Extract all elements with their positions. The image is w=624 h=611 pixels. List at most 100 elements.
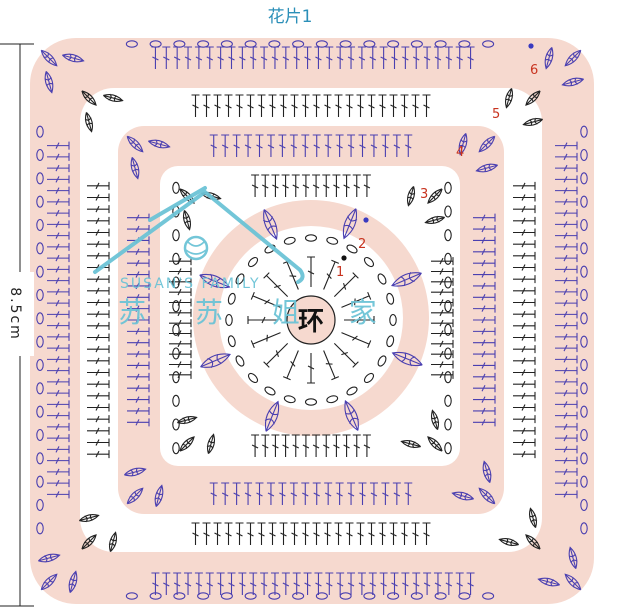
chain-stitch <box>36 335 44 348</box>
chain-stitch <box>580 382 588 395</box>
dc-stitch <box>378 94 387 117</box>
dc-stitch <box>392 134 401 157</box>
chain-stitch <box>444 442 452 455</box>
dc-stitch <box>47 141 70 150</box>
dc-stitch <box>473 384 496 393</box>
dc-stitch <box>87 310 110 319</box>
chain-stitch <box>227 335 236 348</box>
dc-stitch <box>87 275 110 284</box>
puff-stitch <box>525 534 541 550</box>
chain-stitch <box>580 452 588 465</box>
dc-stitch <box>47 332 70 341</box>
chain-stitch <box>172 181 180 194</box>
dc-stitch <box>423 572 432 595</box>
dc-stitch <box>362 174 371 197</box>
dc-stitch <box>334 522 343 545</box>
chain-stitch <box>197 592 210 600</box>
chain-stitch <box>444 418 452 431</box>
dc-stitch <box>87 240 110 249</box>
dc-stitch <box>473 316 496 324</box>
dc-stitch <box>169 329 192 338</box>
dc-stitch <box>271 434 280 457</box>
dc-stitch <box>347 482 356 505</box>
dc-stitch <box>87 450 110 459</box>
dc-stitch <box>282 350 299 381</box>
dc-stitch <box>473 361 496 370</box>
dc-stitch <box>191 94 200 117</box>
chain-stitch <box>580 195 588 208</box>
puff-stitch <box>61 53 85 63</box>
chain-stitch <box>36 265 44 278</box>
dc-stitch <box>292 572 301 595</box>
chain-stitch <box>389 313 397 327</box>
dc-stitch <box>555 231 578 240</box>
start-dot-6 <box>528 43 534 49</box>
dc-stitch <box>47 467 70 476</box>
chain-stitch <box>363 40 376 48</box>
dc-stitch <box>332 434 341 457</box>
chain-stitch <box>172 229 180 242</box>
dc-stitch <box>513 345 536 354</box>
dc-stitch <box>555 254 578 263</box>
chain-stitch <box>173 40 186 48</box>
chain-stitch <box>339 592 352 600</box>
chain-stitch <box>326 395 339 404</box>
chain-stitch <box>458 592 471 600</box>
dc-stitch <box>47 276 70 285</box>
dc-stitch <box>431 267 454 276</box>
dc-stitch <box>422 522 431 545</box>
dc-stitch <box>87 356 110 365</box>
dc-stitch <box>431 370 454 379</box>
chain-stitch <box>227 292 236 305</box>
chain-stitch <box>444 276 452 289</box>
dc-stitch <box>246 522 255 545</box>
chain-stitch <box>220 40 233 48</box>
chain-stitch <box>173 592 186 600</box>
dc-stitch <box>390 572 399 595</box>
dc-stitch <box>404 134 413 157</box>
dc-stitch <box>473 293 496 302</box>
puff-stitch <box>126 487 144 505</box>
dc-stitch <box>473 281 496 290</box>
watermark-chinese: 苏 苏 姐 家 <box>118 296 397 329</box>
dc-stitch <box>263 272 289 298</box>
dc-stitch <box>303 46 312 69</box>
dc-stitch <box>169 360 192 369</box>
dc-stitch <box>169 288 192 297</box>
chain-stitch <box>149 40 162 48</box>
watermark-yarn-ball-icon <box>183 235 209 261</box>
dc-stitch <box>47 344 70 353</box>
dc-stitch <box>378 522 387 545</box>
dc-stitch <box>47 287 70 296</box>
dc-stitch <box>47 254 70 263</box>
dc-stitch <box>473 259 496 268</box>
dc-stitch <box>358 134 367 157</box>
chain-stitch <box>235 273 245 285</box>
dc-stitch <box>301 174 310 197</box>
dc-stitch <box>250 332 281 349</box>
dc-stitch <box>513 205 536 214</box>
dc-stitch <box>191 522 200 545</box>
chain-stitch <box>292 40 305 48</box>
chain-stitch <box>363 372 375 384</box>
center-ring-label: 环 <box>298 307 324 337</box>
chain-stitch <box>220 592 233 600</box>
chain-stitch <box>444 229 452 242</box>
dc-stitch <box>333 272 359 298</box>
dc-stitch <box>325 46 334 69</box>
dc-stitch <box>431 329 454 338</box>
dc-stitch <box>473 236 496 245</box>
dc-stitch <box>291 174 300 197</box>
chain-stitch <box>36 382 44 395</box>
chain-stitch <box>444 205 452 218</box>
dc-stitch <box>279 522 288 545</box>
dc-stitch <box>345 94 354 117</box>
dc-stitch <box>87 205 110 214</box>
dc-stitch <box>47 242 70 251</box>
dc-stitch <box>513 333 536 342</box>
dc-stitch <box>513 356 536 365</box>
dc-stitch <box>87 321 110 330</box>
dc-stitch <box>47 389 70 398</box>
dc-stitch <box>455 572 464 595</box>
dc-stitch <box>314 572 323 595</box>
